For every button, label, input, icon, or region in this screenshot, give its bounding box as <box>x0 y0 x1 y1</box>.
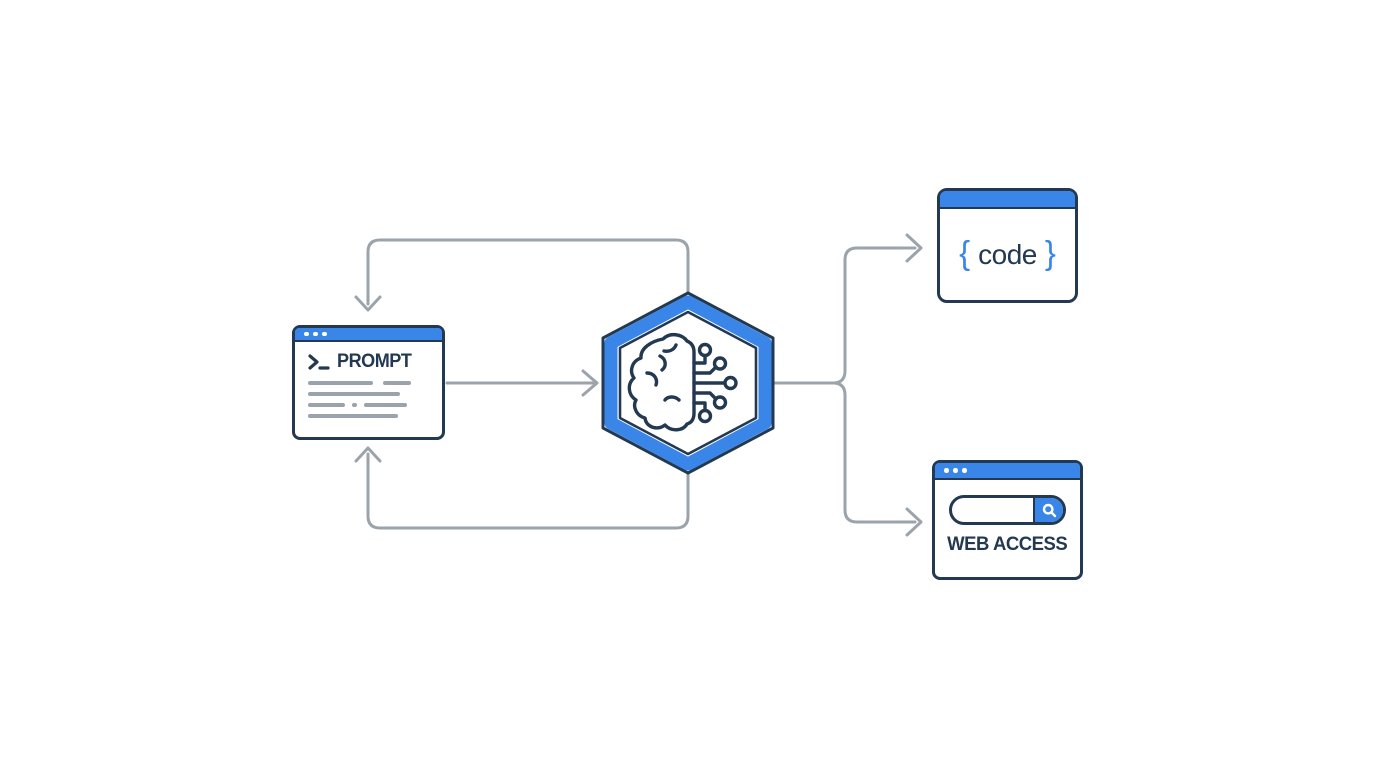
hexagon-inner-outline <box>618 310 758 456</box>
prompt-label: PROMPT <box>337 351 412 372</box>
brace-close: } <box>1044 234 1056 271</box>
ai-to-web-arrow <box>773 381 923 537</box>
search-button <box>1033 498 1063 522</box>
window-dot <box>304 331 309 337</box>
search-icon <box>1042 503 1056 517</box>
arrowhead-up-icon <box>354 446 382 463</box>
window-dot <box>962 468 967 473</box>
arrowhead-right-icon <box>581 369 599 397</box>
prompt-placeholder-lines <box>295 373 442 418</box>
window-dot <box>313 331 318 337</box>
ai-to-code-arrow <box>773 233 923 385</box>
search-input <box>952 498 1033 522</box>
arrowhead-right-icon <box>905 507 923 537</box>
prompt-window-titlebar <box>295 328 442 342</box>
code-window: { code } <box>937 188 1078 303</box>
placeholder-line <box>308 403 429 407</box>
ai-hexagon <box>601 291 775 475</box>
prompt-to-ai-arrow <box>445 369 599 397</box>
arrowhead-right-icon <box>905 233 923 263</box>
brace-open: { <box>959 234 971 271</box>
window-dot <box>322 331 327 337</box>
web-window-titlebar <box>935 463 1080 480</box>
window-dot <box>953 468 958 473</box>
code-window-titlebar <box>940 191 1075 209</box>
terminal-icon <box>308 354 330 370</box>
brain-circuit-icon <box>627 333 738 432</box>
search-bar <box>949 495 1066 525</box>
web-access-label: WEB ACCESS <box>947 533 1068 555</box>
feedback-loop-bottom-arrow <box>354 446 690 530</box>
code-label: code <box>978 238 1037 270</box>
placeholder-line <box>308 414 429 418</box>
arrowhead-down-icon <box>354 295 382 312</box>
hexagon-blue-band <box>604 295 772 471</box>
web-access-window: WEB ACCESS <box>932 460 1083 580</box>
feedback-loop-top-arrow <box>354 238 690 312</box>
window-dot <box>944 468 949 473</box>
prompt-window: PROMPT <box>292 325 445 440</box>
placeholder-line <box>308 392 429 396</box>
placeholder-line <box>308 381 429 385</box>
